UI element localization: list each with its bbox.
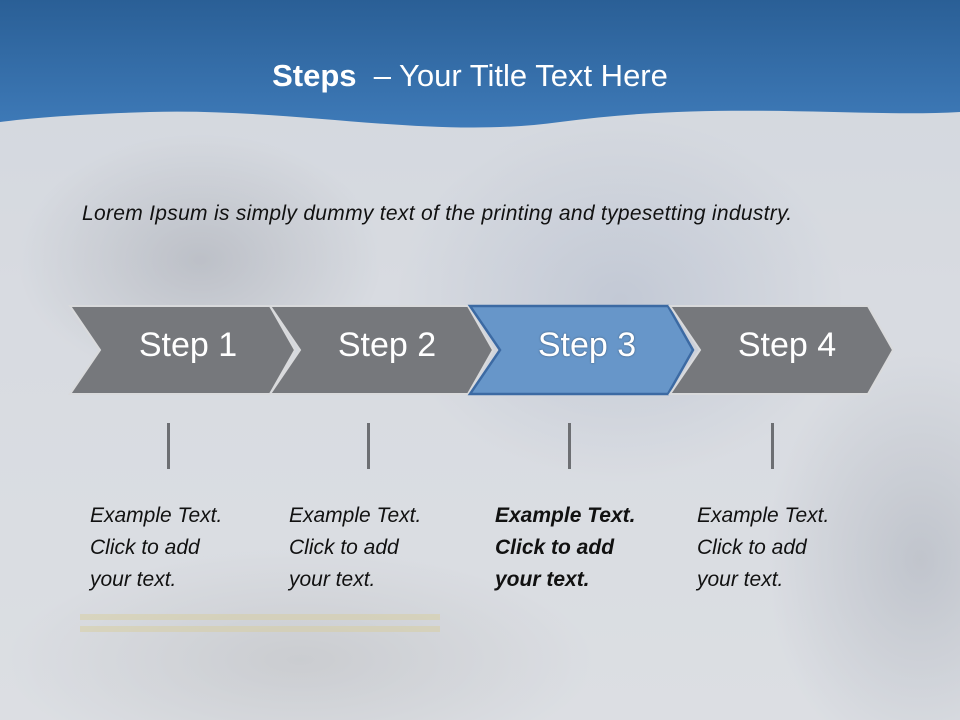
page-title: Steps – Your Title Text Here xyxy=(0,58,950,94)
title-bold: Steps xyxy=(272,58,357,93)
step-text-line: Example Text. xyxy=(289,504,422,527)
step-1-text[interactable]: Example Text. Click to add your text. xyxy=(90,500,260,596)
step-2-chevron[interactable] xyxy=(268,305,495,395)
step-text-line: your text. xyxy=(495,568,590,591)
step-text-line: your text. xyxy=(90,568,177,591)
step-text-line: Example Text. xyxy=(697,504,830,527)
step-text-line: Click to add xyxy=(495,536,615,559)
step-4-chevron[interactable] xyxy=(668,305,895,395)
road-line xyxy=(80,614,440,620)
step-text-line: Example Text. xyxy=(90,504,223,527)
step-1-label: Step 1 xyxy=(138,326,238,364)
step-3-chevron[interactable] xyxy=(467,304,695,396)
step-text-line: Example Text. xyxy=(495,504,636,527)
header-wave xyxy=(0,0,960,128)
title-rest: – Your Title Text Here xyxy=(373,58,668,93)
step-text-line: your text. xyxy=(697,568,784,591)
connector-line xyxy=(367,423,370,469)
step-chevrons xyxy=(68,304,895,396)
intro-text: Lorem Ipsum is simply dummy text of the … xyxy=(82,202,793,225)
step-4-text[interactable]: Example Text. Click to add your text. xyxy=(697,500,867,596)
step-2-text[interactable]: Example Text. Click to add your text. xyxy=(289,500,459,596)
step-3-text[interactable]: Example Text. Click to add your text. xyxy=(495,500,665,596)
step-3-label: Step 3 xyxy=(537,326,637,364)
road-line xyxy=(80,626,440,632)
step-text-line: your text. xyxy=(289,568,376,591)
step-text-line: Click to add xyxy=(289,536,399,559)
connector-line xyxy=(771,423,774,469)
connector-line xyxy=(568,423,571,469)
step-4-label: Step 4 xyxy=(737,326,837,364)
step-text-line: Click to add xyxy=(90,536,200,559)
connector-line xyxy=(167,423,170,469)
step-2-label: Step 2 xyxy=(337,326,437,364)
step-text-line: Click to add xyxy=(697,536,807,559)
